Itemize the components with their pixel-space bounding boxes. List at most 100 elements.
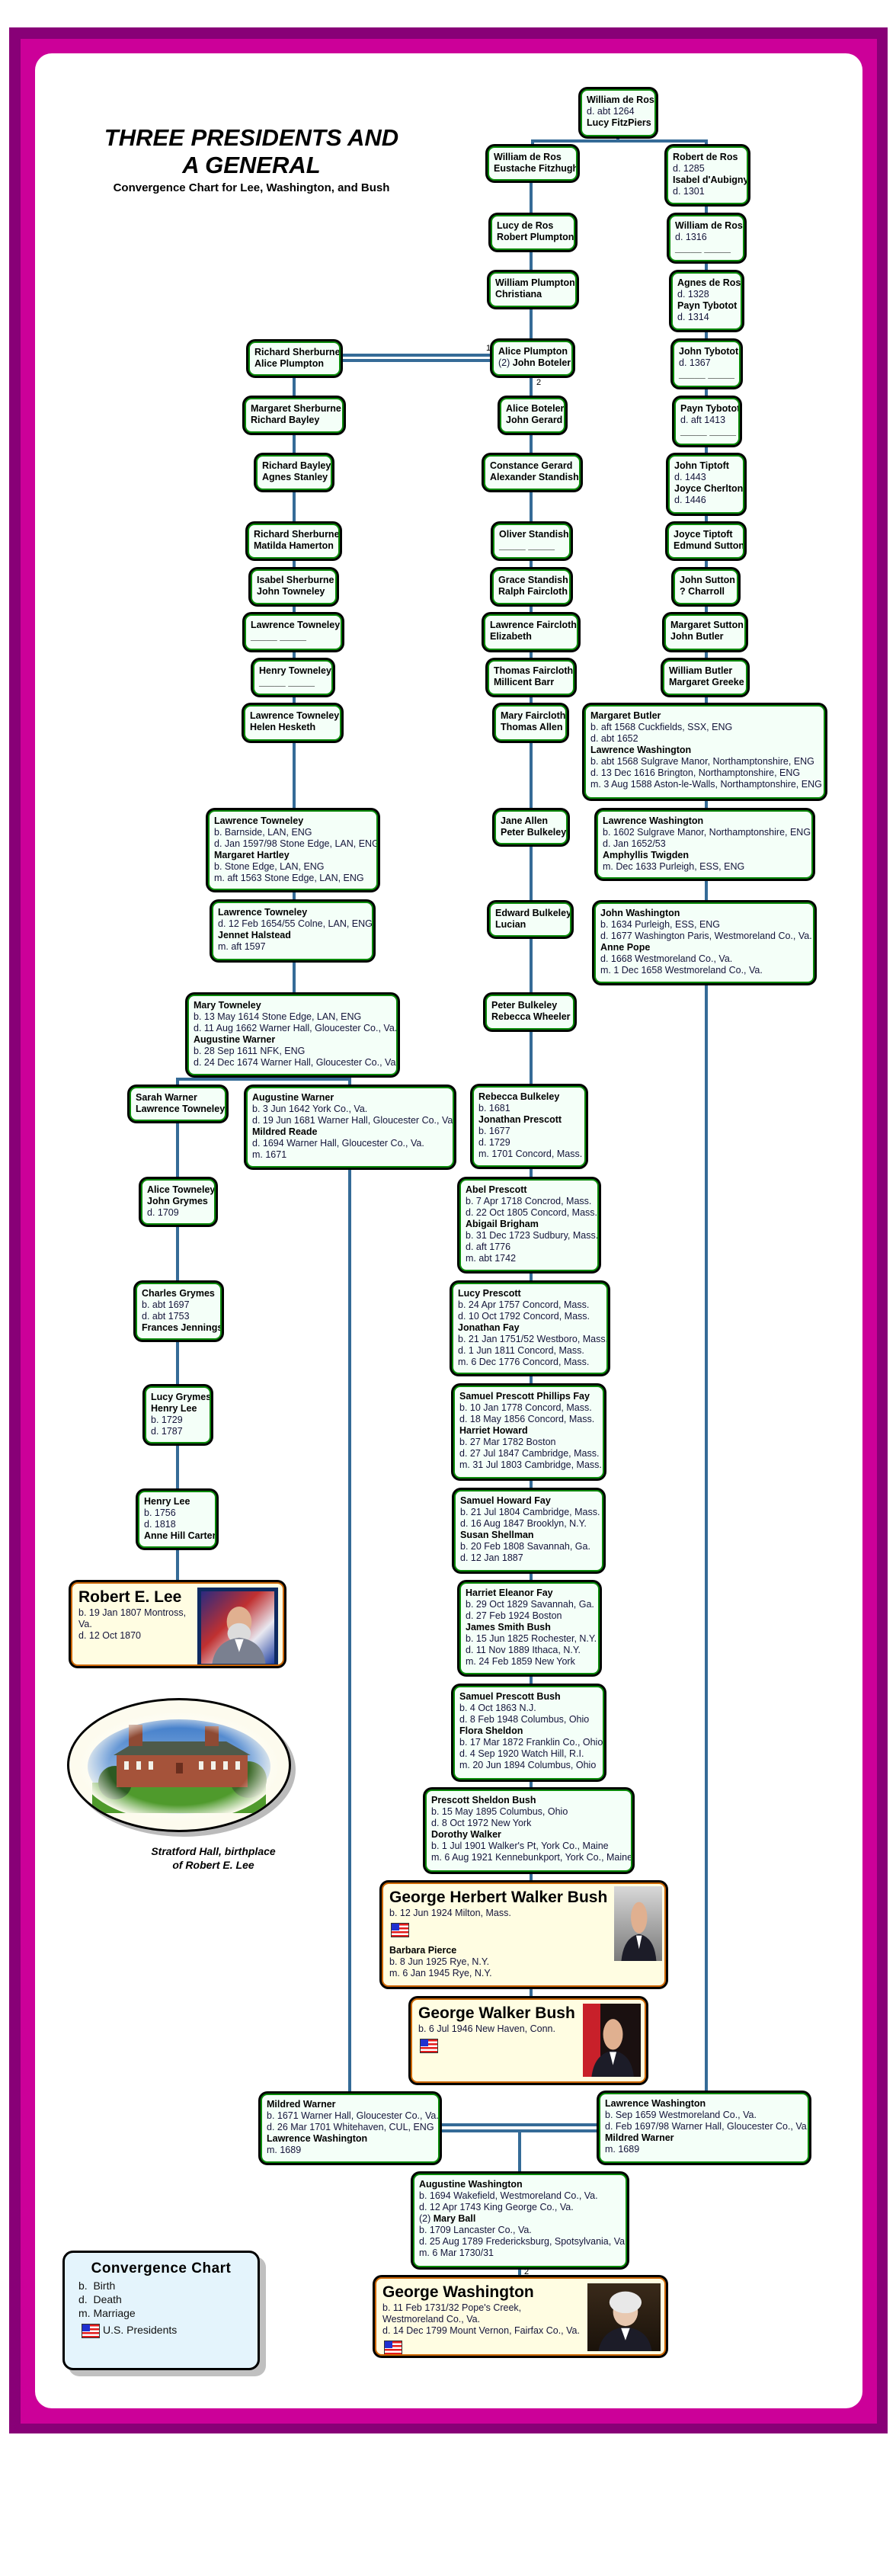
person-name: Alice Towneley: [147, 1184, 214, 1196]
person-name: Richard Sherburne: [254, 529, 338, 540]
person-name: Joyce Cherlton: [674, 483, 743, 495]
connector-line: [518, 2267, 521, 2277]
event-text: d. 10 Oct 1792 Concord, Mass.: [458, 1311, 590, 1322]
family-box[interactable]: Lawrence Towneley_____ _____: [245, 614, 342, 650]
event-line: b. 7 Apr 1718 Concrod, Mass.: [466, 1196, 593, 1207]
event-text: d. aft 1776: [466, 1242, 511, 1252]
family-box[interactable]: Alice Plumpton(2) John Boteler: [492, 341, 573, 376]
event-line: d. 1301: [673, 186, 742, 197]
event-text: d. 27 Jul 1847 Cambridge, Mass.: [459, 1448, 600, 1459]
event-line: b. 3 Jun 1642 York Co., Va.: [252, 1104, 448, 1115]
legend-title: Convergence Chart: [91, 2260, 232, 2276]
event-line: b. 1634 Purleigh, ESS, ENG: [600, 919, 808, 931]
event-text: b. abt 1697: [142, 1299, 190, 1310]
person-name-text: Lawrence Faircloth: [490, 620, 577, 630]
person-name-text: John Washington: [600, 908, 680, 918]
event-text: b. 1634 Purleigh, ESS, ENG: [600, 919, 721, 930]
person-name: John Grymes: [147, 1196, 210, 1207]
event-line: d. 13 Dec 1616 Brington, Northamptonshir…: [590, 767, 819, 779]
event-text: d. 1367: [679, 357, 711, 368]
person-name: Dorothy Walker: [431, 1829, 626, 1841]
event-line: m. 1689: [605, 2144, 803, 2155]
person-name-text: ? Charroll: [680, 586, 725, 597]
person-name-text: Mary Faircloth: [501, 710, 566, 721]
event-line: m. 1689: [267, 2145, 434, 2156]
person-name: Lawrence Towneley: [218, 907, 367, 918]
family-box[interactable]: Oliver Standish_____ _____: [493, 524, 571, 559]
legend-abbr: m.: [78, 2307, 91, 2319]
person-name-text: Abigail Brigham: [466, 1219, 539, 1229]
event-text: b. 10 Jan 1778 Concord, Mass.: [459, 1402, 592, 1413]
connector-line: [705, 139, 708, 147]
event-line: b. 27 Mar 1782 Boston: [459, 1437, 598, 1448]
connector-line: [348, 1168, 351, 2094]
event-text: d. 1709: [147, 1207, 179, 1218]
event-line: b. 13 May 1614 Stone Edge, LAN, ENG: [194, 1011, 392, 1023]
person-name-text: Lucy Prescott: [458, 1288, 521, 1299]
family-box[interactable]: Henry Towneley_____ _____: [253, 660, 333, 695]
family-box[interactable]: John Sutton? Charroll: [674, 569, 738, 604]
event-text: d. 1446: [674, 495, 706, 505]
legend-item-presidents: U.S. Presidents: [78, 2323, 244, 2338]
event-text: d. 1818: [144, 1519, 176, 1530]
event-line: d. 18 May 1856 Concord, Mass.: [459, 1414, 598, 1425]
person-name-text: William de Ros: [587, 95, 654, 105]
